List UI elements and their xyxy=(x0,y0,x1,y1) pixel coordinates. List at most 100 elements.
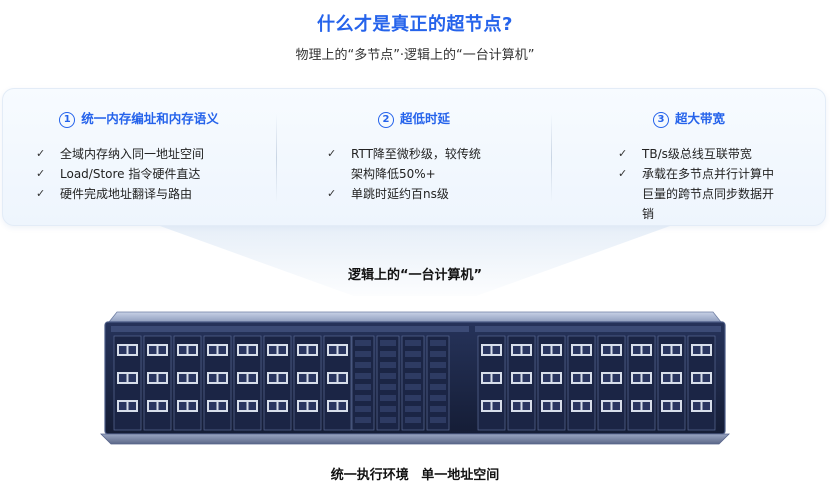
drive-slot-port xyxy=(158,402,166,410)
drive-slot-port xyxy=(492,402,500,410)
feature-heading-text: 超低时延 xyxy=(399,111,450,126)
vent-slot xyxy=(380,384,396,390)
vent-slot xyxy=(380,417,396,423)
check-icon: ✓ xyxy=(618,167,628,180)
drive-slot-port xyxy=(483,374,491,382)
drive-slot-port xyxy=(179,374,187,382)
logical-computer-label: 逻辑上的“一台计算机” xyxy=(347,268,483,283)
rack-section-header xyxy=(111,326,351,332)
drive-slot-port xyxy=(308,374,316,382)
drive-slot-port xyxy=(248,346,256,354)
drive-slot-port xyxy=(179,346,187,354)
drive-slot-port xyxy=(188,402,196,410)
drive-slot-port xyxy=(329,374,337,382)
drive-slot-port xyxy=(239,374,247,382)
drive-bay xyxy=(401,335,425,431)
drive-slot-port xyxy=(338,346,346,354)
drive-slot-port xyxy=(582,374,590,382)
drive-slot-port xyxy=(158,374,166,382)
vent-slot xyxy=(430,351,446,357)
check-icon: ✓ xyxy=(618,147,628,160)
drive-slot-port xyxy=(543,374,551,382)
drive-slot-port xyxy=(543,346,551,354)
drive-slot-port xyxy=(483,346,491,354)
drive-slot-port xyxy=(693,374,701,382)
drive-slot-port xyxy=(209,402,217,410)
rack-section-header xyxy=(475,326,721,332)
drive-slot-port xyxy=(329,346,337,354)
funnel-shape xyxy=(160,226,670,296)
drive-slot-port xyxy=(149,374,157,382)
drive-slot-port xyxy=(663,346,671,354)
drive-slot-port xyxy=(308,402,316,410)
drive-slot-port xyxy=(642,402,650,410)
drive-slot-port xyxy=(672,374,680,382)
drive-slot-port xyxy=(522,374,530,382)
drive-slot-port xyxy=(338,402,346,410)
drive-slot-port xyxy=(158,346,166,354)
drive-slot-port xyxy=(119,374,127,382)
feature-item: ✓Load/Store 指令硬件直达 xyxy=(2,164,276,184)
feature-item: ✓单跳时延约百ns级 xyxy=(277,184,551,204)
drive-slot-port xyxy=(573,346,581,354)
drive-slot-port xyxy=(188,374,196,382)
rack-section-header xyxy=(349,326,469,332)
drive-slot-port xyxy=(552,346,560,354)
vent-slot xyxy=(430,406,446,412)
drive-slot-port xyxy=(522,402,530,410)
vent-slot xyxy=(430,340,446,346)
drive-slot-port xyxy=(128,346,136,354)
drive-slot-port xyxy=(663,402,671,410)
drive-slot-port xyxy=(612,346,620,354)
drive-slot-port xyxy=(329,402,337,410)
drive-slot-port xyxy=(483,402,491,410)
vent-slot xyxy=(405,406,421,412)
drive-slot-port xyxy=(702,346,710,354)
drive-slot-port xyxy=(573,374,581,382)
drive-slot-port xyxy=(582,402,590,410)
execution-environment-label: 统一执行环境 单一地址空间 xyxy=(330,468,500,483)
vent-slot xyxy=(405,351,421,357)
drive-slot-port xyxy=(218,346,226,354)
vent-slot xyxy=(405,395,421,401)
circled-number-icon: 1 xyxy=(59,112,76,128)
drive-slot-port xyxy=(702,402,710,410)
drive-slot-port xyxy=(239,346,247,354)
vent-slot xyxy=(380,340,396,346)
drive-slot-port xyxy=(239,402,247,410)
server-rack-graphic xyxy=(100,311,730,445)
check-icon: ✓ xyxy=(36,167,46,180)
drive-slot-port xyxy=(603,402,611,410)
check-icon: ✓ xyxy=(327,147,337,160)
check-icon: ✓ xyxy=(36,147,46,160)
drive-slot-port xyxy=(299,402,307,410)
drive-slot-port xyxy=(582,346,590,354)
feature-item: ✓硬件完成地址翻译与路由 xyxy=(2,184,276,204)
drive-slot-port xyxy=(552,402,560,410)
drive-slot-port xyxy=(552,374,560,382)
vent-slot xyxy=(355,373,371,379)
drive-bay xyxy=(376,335,400,431)
drive-slot-port xyxy=(269,402,277,410)
drive-slot-port xyxy=(633,346,641,354)
feature-item: ✓TB/s级总线互联带宽 xyxy=(552,144,826,164)
drive-slot-port xyxy=(128,402,136,410)
drive-slot-port xyxy=(299,374,307,382)
drive-slot-port xyxy=(642,346,650,354)
vent-slot xyxy=(355,395,371,401)
vent-slot xyxy=(380,362,396,368)
vent-slot xyxy=(380,373,396,379)
check-icon: ✓ xyxy=(36,187,46,200)
vent-slot xyxy=(380,351,396,357)
drive-slot-port xyxy=(492,346,500,354)
vent-slot xyxy=(355,384,371,390)
drive-slot-port xyxy=(612,374,620,382)
drive-slot-port xyxy=(209,374,217,382)
column-divider xyxy=(276,114,277,202)
drive-slot-port xyxy=(693,402,701,410)
